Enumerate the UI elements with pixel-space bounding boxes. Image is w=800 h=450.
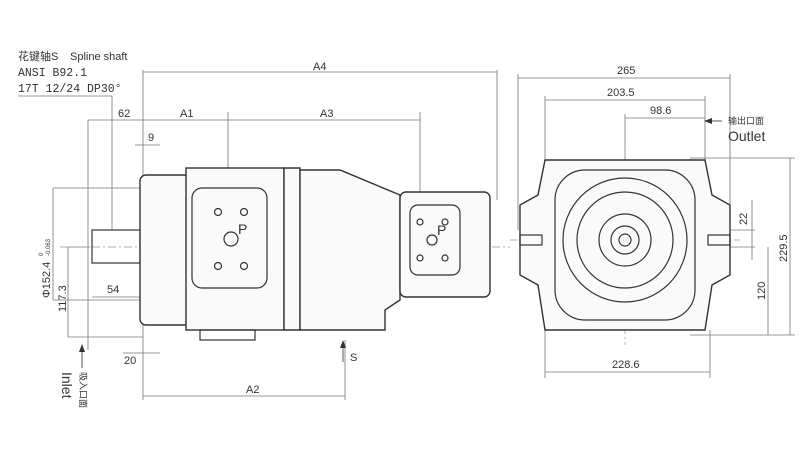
spline-standard: ANSI B92.1 <box>18 67 87 80</box>
inlet-label-cn: 吸入口面 <box>78 372 88 408</box>
dim-pilot-tol-lower: -0.063 <box>46 238 52 256</box>
outlet-label-en: Outlet <box>728 128 765 144</box>
dim-pilot-diameter: Φ152.4 <box>41 262 53 298</box>
rear-pump-body <box>399 191 491 298</box>
suction-arrow-icon <box>340 340 346 348</box>
front-pump-body <box>185 167 285 331</box>
spline-label-cn: 花键轴S <box>18 49 58 63</box>
end-view-pump <box>510 150 740 345</box>
mounting-flange <box>139 174 191 326</box>
side-view-dimensions: A4 62 A1 A3 9 Φ152.4 0 -0.063 117.3 54 2… <box>39 61 498 400</box>
dim-9: 9 <box>148 132 154 144</box>
pressure-port-label-rear: P <box>437 222 446 238</box>
outlet-arrow-icon <box>704 118 712 124</box>
dim-120: 120 <box>756 282 768 300</box>
outlet-label-cn: 输出口面 <box>728 115 764 126</box>
dim-117-3: 117.3 <box>57 285 69 312</box>
dim-pilot-tol-upper: 0 <box>39 252 45 256</box>
end-flange <box>519 159 731 331</box>
inlet-arrow-icon <box>79 344 85 352</box>
inlet-marker: Inlet 吸入口面 <box>59 344 88 408</box>
dim-62: 62 <box>118 108 130 120</box>
adapter-housing <box>299 169 401 331</box>
dim-228-6: 228.6 <box>612 359 640 371</box>
pressure-port-label-front: P <box>238 221 247 237</box>
dim-203-5: 203.5 <box>607 87 635 99</box>
spline-label-en: Spline shaft <box>70 51 127 63</box>
spline-shaft <box>91 229 141 264</box>
dim-a4: A4 <box>313 61 326 73</box>
dim-a1: A1 <box>180 108 193 120</box>
spline-note: 花键轴S Spline shaft ANSI B92.1 17T 12/24 D… <box>18 49 127 230</box>
inlet-label-en: Inlet <box>59 372 75 399</box>
dim-20: 20 <box>124 355 136 367</box>
dim-229-5: 229.5 <box>778 234 790 262</box>
side-view-pump: P P S <box>60 167 510 364</box>
dim-a2: A2 <box>246 384 259 396</box>
suction-port-label: S <box>350 352 357 364</box>
shaft-boss <box>598 213 652 267</box>
dim-265: 265 <box>617 65 635 77</box>
dim-a3: A3 <box>320 108 333 120</box>
dim-22: 22 <box>738 213 750 225</box>
dim-98-6: 98.6 <box>650 105 671 117</box>
spline-spec: 17T 12/24 DP30° <box>18 83 122 96</box>
dim-54: 54 <box>107 284 119 296</box>
